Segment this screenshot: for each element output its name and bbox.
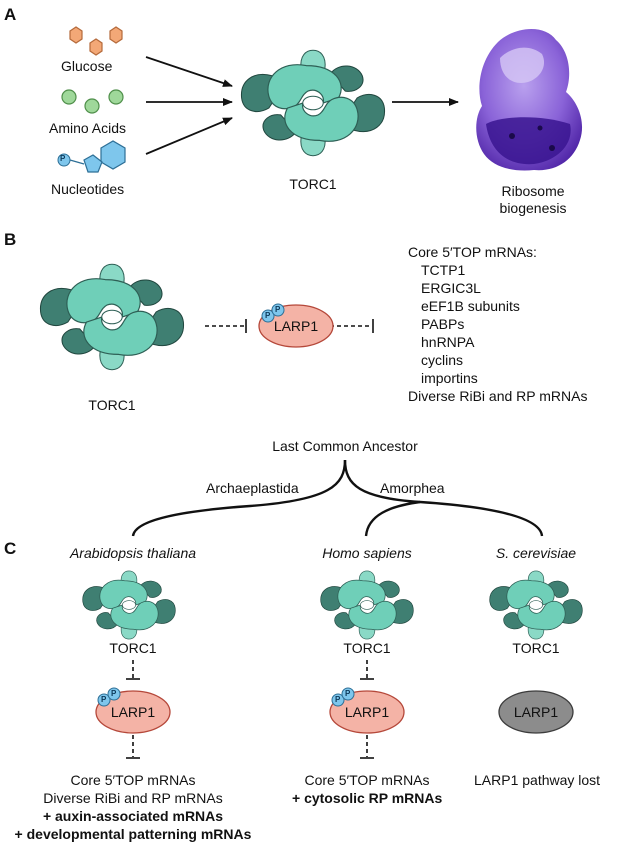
glucose-hexagons xyxy=(69,26,123,56)
amino-acid-circles xyxy=(61,89,124,114)
input-arrows xyxy=(145,56,459,155)
phylogeny-tree xyxy=(131,459,544,537)
nucleotide-phosphate-label: P xyxy=(60,154,66,163)
target-item: TCTP1 xyxy=(421,262,466,278)
larp1-label-arabidopsis: LARP1 xyxy=(110,704,156,720)
phospho-arabidopsis-label-1: P xyxy=(101,695,107,704)
larp1-label-yeast: LARP1 xyxy=(513,704,559,720)
phospho-human-label-1: P xyxy=(335,695,341,704)
torc1-complex-a xyxy=(240,49,386,157)
torc1-complex-yeast xyxy=(489,570,583,640)
panel-label-b: B xyxy=(4,230,17,249)
ribosome-label-line2: biogenesis xyxy=(499,200,567,216)
phospho-arabidopsis-label-2: P xyxy=(111,689,117,698)
ribosome-label-line1: Ribosome xyxy=(501,183,565,199)
target-item: hnRNPA xyxy=(421,334,475,350)
targets-footer: Diverse RiBi and RP mRNAs xyxy=(408,388,588,404)
torc1-label-b: TORC1 xyxy=(88,397,136,413)
larp1-label-b: LARP1 xyxy=(273,318,319,334)
torc1-label-arabidopsis: TORC1 xyxy=(109,640,157,656)
nucleotide-icon xyxy=(57,140,126,173)
panel-label-a: A xyxy=(4,5,17,24)
input-nucleotides: Nucleotides xyxy=(51,181,125,197)
species-arabidopsis: Arabidopsis thaliana xyxy=(69,545,197,561)
human-extra-target: + cytosolic RP mRNAs xyxy=(292,790,443,806)
input-amino-acids: Amino Acids xyxy=(49,120,127,136)
tree-root-label: Last Common Ancestor xyxy=(272,438,418,454)
species-yeast: S. cerevisiae xyxy=(495,545,577,561)
yeast-outcome: LARP1 pathway lost xyxy=(474,772,601,788)
torc1-complex-b xyxy=(39,263,185,371)
target-item: PABPs xyxy=(421,316,465,332)
torc1-label-a: TORC1 xyxy=(289,176,337,192)
ribosome-image xyxy=(476,28,583,171)
input-glucose: Glucose xyxy=(61,58,113,74)
torc1-complex-human xyxy=(320,570,414,640)
inhibition-lines-c xyxy=(126,660,374,759)
phospho-human-label-2: P xyxy=(345,689,351,698)
human-target-line: Core 5′TOP mRNAs xyxy=(304,772,430,788)
arabidopsis-extra-target: + auxin-associated mRNAs xyxy=(42,808,224,824)
target-item: ERGIC3L xyxy=(421,280,481,296)
torc1-label-yeast: TORC1 xyxy=(512,640,560,656)
tree-right-branch-label: Amorphea xyxy=(380,480,445,496)
torc1-label-human: TORC1 xyxy=(343,640,391,656)
larp1-label-human: LARP1 xyxy=(344,704,390,720)
tree-left-branch-label: Archaeplastida xyxy=(206,480,299,496)
arabidopsis-target-line: Core 5′TOP mRNAs xyxy=(70,772,196,788)
target-item: importins xyxy=(421,370,478,386)
larp1-yeast xyxy=(498,690,574,734)
arabidopsis-target-line: Diverse RiBi and RP mRNAs xyxy=(43,790,223,806)
targets-title: Core 5′TOP mRNAs: xyxy=(408,244,537,260)
inhibition-lines-b xyxy=(205,319,374,333)
phospho-b-label-2: P xyxy=(275,305,281,314)
torc1-complex-arabidopsis xyxy=(82,570,176,640)
panel-label-c: C xyxy=(4,539,17,558)
species-human: Homo sapiens xyxy=(322,545,412,561)
target-item: cyclins xyxy=(421,352,464,368)
phospho-b-label-1: P xyxy=(265,311,271,320)
target-item: eEF1B subunits xyxy=(421,298,520,314)
arabidopsis-extra-target: + developmental patterning mRNAs xyxy=(14,826,252,842)
